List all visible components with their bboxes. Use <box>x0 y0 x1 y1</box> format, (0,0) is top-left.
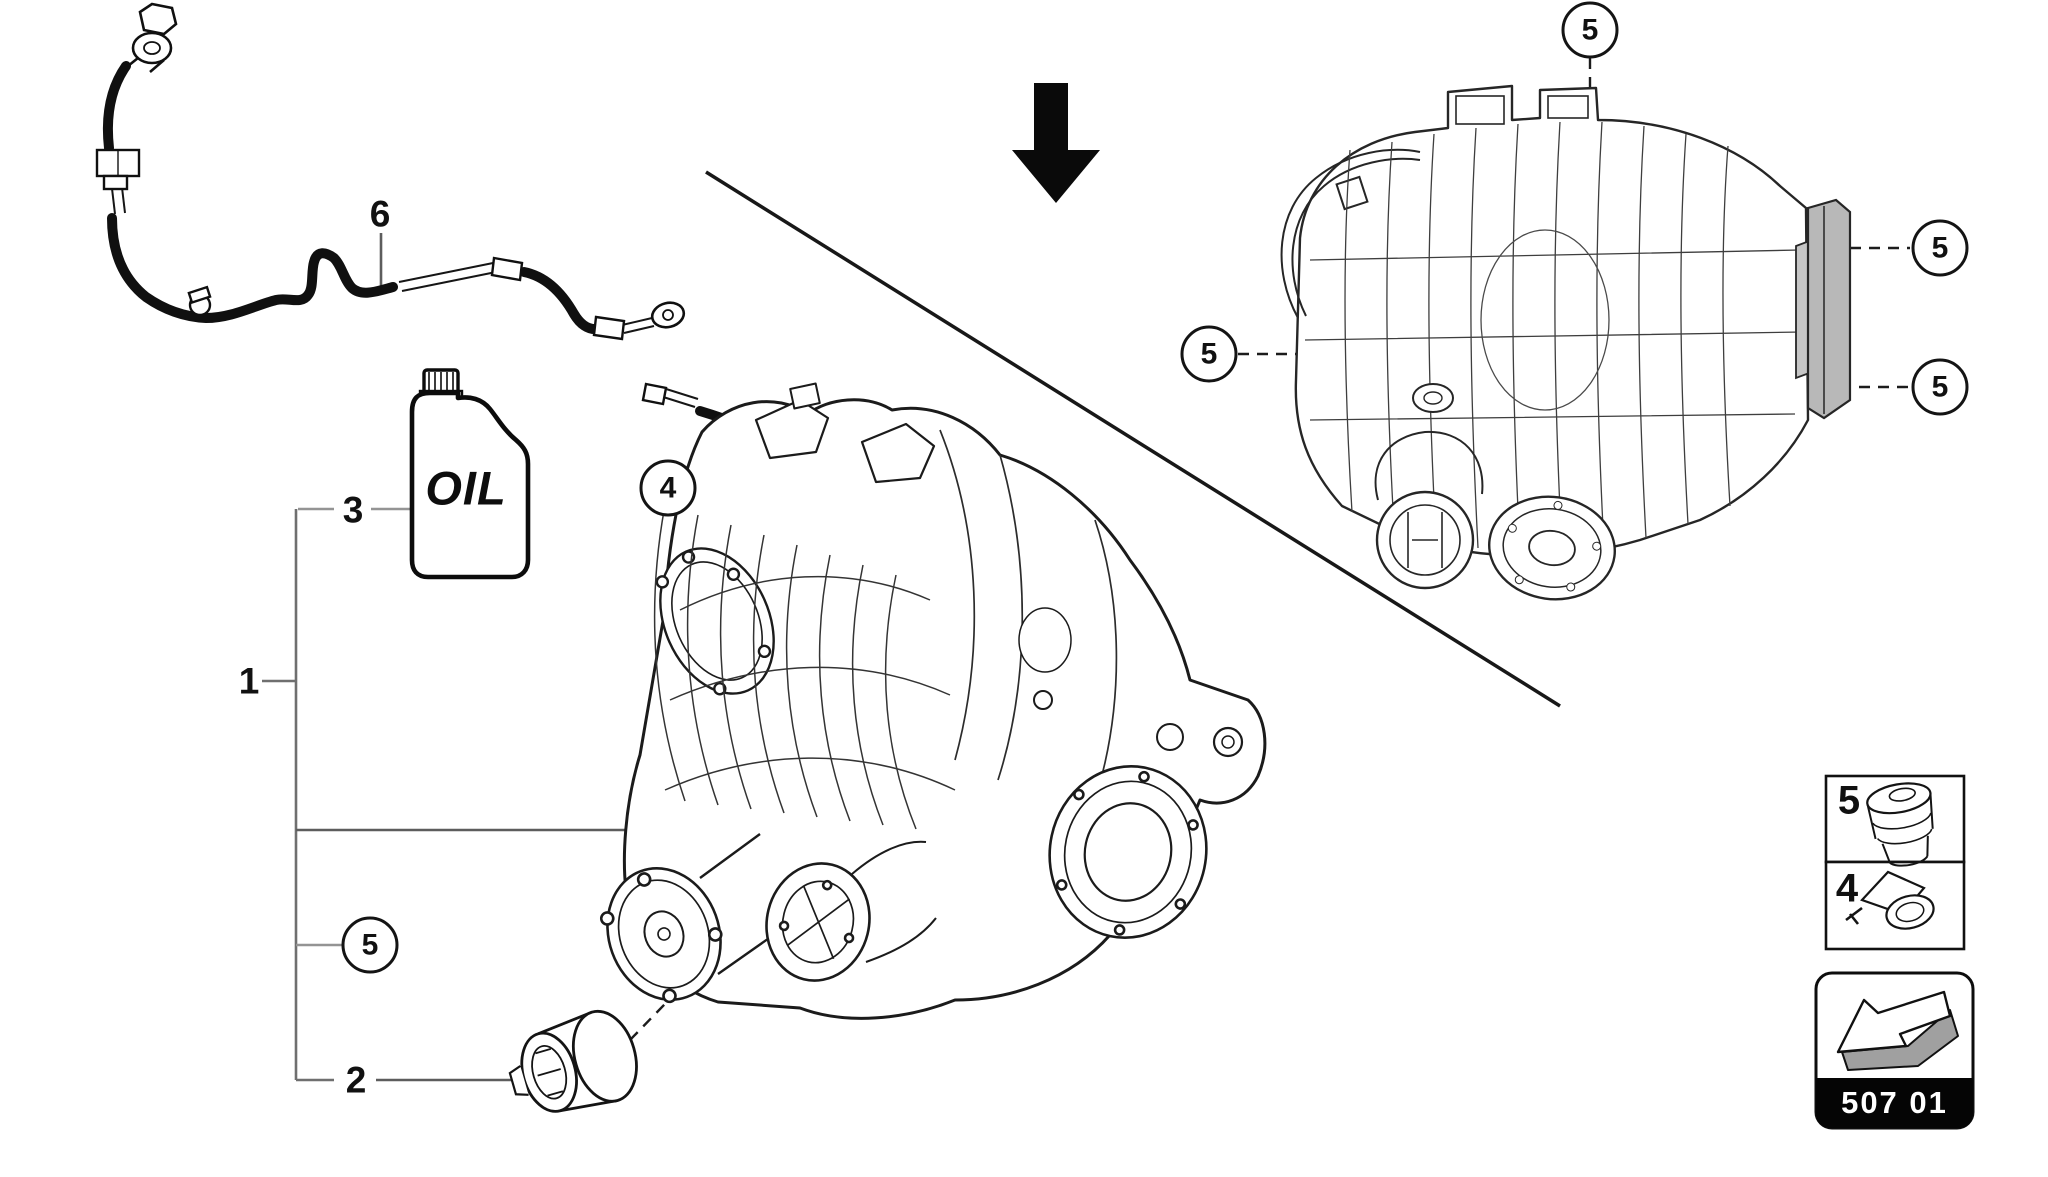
callout-3-oil[interactable]: 3 <box>342 489 364 531</box>
differential-rear-view-drawing <box>1280 84 1852 601</box>
callout-1-assembly[interactable]: 1 <box>238 660 260 702</box>
oil-drain-plug-icon <box>1866 782 1934 867</box>
direction-arrow-icon <box>1012 83 1100 203</box>
callout-5-rear-right-upper[interactable]: 5 <box>1911 219 1969 277</box>
view-separator-line <box>705 170 1561 708</box>
legend-ref-5[interactable]: 5 <box>1837 778 1861 823</box>
breather-hose-drawing <box>95 2 906 476</box>
breather-valve-icon <box>1845 870 1935 930</box>
callout-5-plug[interactable]: 5 <box>341 916 399 974</box>
section-badge <box>1814 971 1975 1130</box>
page-corner-arrow-icon <box>1836 990 1959 1071</box>
callout-4-breather[interactable]: 4 <box>639 459 697 517</box>
callout-2-bushing[interactable]: 2 <box>345 1059 367 1101</box>
oil-bottle-label: OIL <box>425 461 507 515</box>
callout-6-hose[interactable]: 6 <box>369 193 391 235</box>
legend-ref-4[interactable]: 4 <box>1835 866 1859 911</box>
callout-5-rear-top[interactable]: 5 <box>1561 1 1619 59</box>
section-code-label[interactable]: 507 01 <box>1841 1085 1948 1120</box>
differential-front-view-drawing <box>599 382 1267 1020</box>
callout-5-rear-left[interactable]: 5 <box>1180 325 1238 383</box>
callout-5-rear-right-lower[interactable]: 5 <box>1911 358 1969 416</box>
bushing-drawing <box>508 1009 638 1113</box>
oil-bottle-drawing <box>409 368 531 580</box>
